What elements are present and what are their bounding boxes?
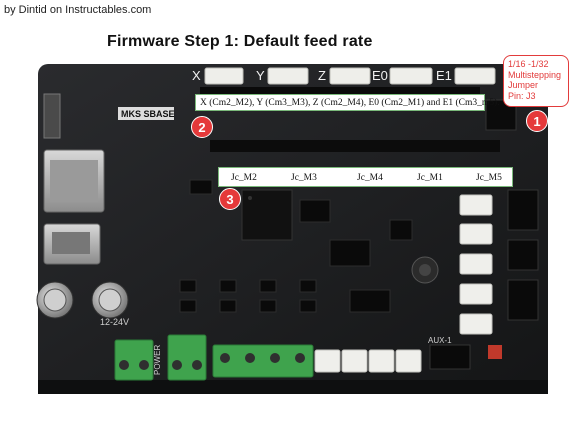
brand-text: MKS SBASE <box>121 109 175 119</box>
pin-mapping-callout: X (Cm2_M2), Y (Cm3_M3), Z (Cm2_M4), E0 (… <box>195 94 500 111</box>
j3-jumper-block <box>485 99 517 131</box>
driver-label-jc-m1: Jc_M1 <box>417 173 443 183</box>
aux-label: AUX-1 <box>428 336 452 345</box>
top-connectors <box>204 67 496 85</box>
page-title: Firmware Step 1: Default feed rate <box>107 33 373 50</box>
jumper-note-callout: 1/16 -1/32 Multistepping Jumper Pin: J3 <box>503 55 569 107</box>
credit-text: by Dintid on Instructables.com <box>4 4 152 16</box>
axis-z-label: Z <box>318 68 326 83</box>
axis-y-label: Y <box>256 68 265 83</box>
bottom-connectors <box>314 349 422 373</box>
axis-x-label: X <box>192 68 201 83</box>
aux-header <box>429 344 471 370</box>
power-label: POWER <box>153 345 162 375</box>
voltage-label: 12-24V <box>100 317 129 327</box>
motor-terminals <box>212 344 314 378</box>
driver-label-jc-m3: Jc_M3 <box>291 173 317 183</box>
jumper-note-line: 1/16 -1/32 <box>508 59 549 69</box>
jumper-note-line: Jumper <box>508 80 539 90</box>
reset-button <box>488 345 502 359</box>
driver-label-jc-m4: Jc_M4 <box>357 173 383 183</box>
marker-2: 2 <box>191 116 213 138</box>
driver-labels-callout: Jc_M2 Jc_M3 Jc_M4 Jc_M1 Jc_M5 <box>218 167 513 187</box>
axis-e0-label: E0 <box>372 68 388 83</box>
jumper-note-line: Pin: J3 <box>508 90 536 101</box>
sd-card-slot <box>43 93 61 139</box>
axis-e1-label: E1 <box>436 68 452 83</box>
right-connectors <box>459 194 493 335</box>
jumper-note-line: Multistepping <box>508 69 562 80</box>
marker-1: 1 <box>526 110 548 132</box>
driver-label-jc-m2: Jc_M2 <box>231 173 257 183</box>
brand-plate <box>118 107 174 120</box>
marker-3: 3 <box>219 188 241 210</box>
driver-label-jc-m5: Jc_M5 <box>476 173 502 183</box>
